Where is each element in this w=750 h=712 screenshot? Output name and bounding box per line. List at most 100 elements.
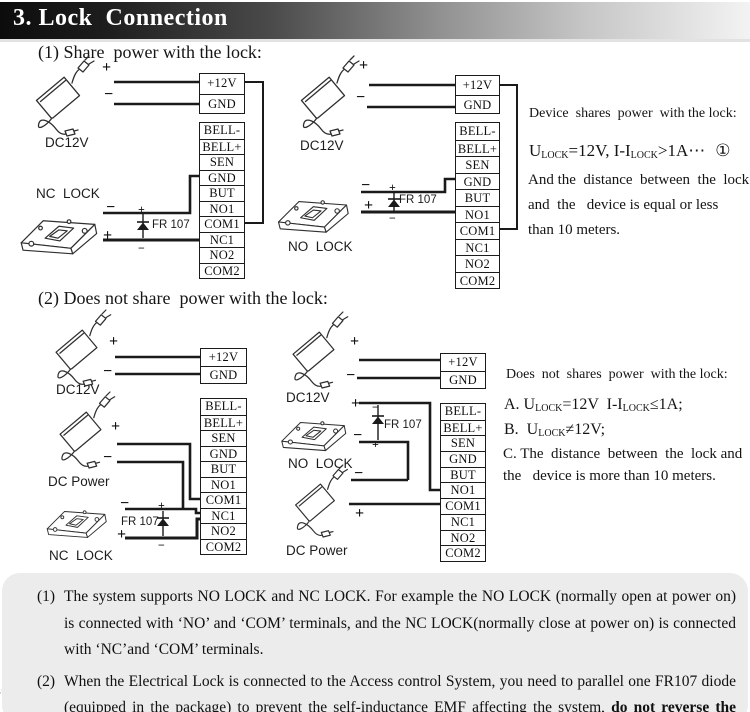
wire-lock-minus-gnd (361, 177, 455, 194)
terminal-cell: BELL+ (456, 139, 499, 156)
minus-label: − (104, 86, 114, 103)
terminal-cell: NO2 (200, 247, 244, 263)
terminal-cell: COM2 (201, 538, 246, 555)
diode-minus-label: − (389, 211, 396, 225)
wire-dc-plus-com1 (117, 442, 200, 501)
note-2: (2) When the Electrical Lock is connected… (37, 669, 736, 712)
terminal-cell: GND (200, 169, 244, 186)
terminal-cell: GND (201, 366, 246, 383)
dc-power-label: DC Power (48, 474, 110, 489)
note-2-marker: (2) (37, 672, 56, 690)
minus-label: − (103, 449, 113, 466)
terminal-cell: BUT (456, 189, 499, 206)
separate-power-item-c: C. The distance between the lock and (503, 446, 743, 462)
subsection-2-heading: (2) Does not share power with the lock: (38, 288, 328, 308)
terminal-cell: COM1 (200, 216, 244, 232)
terminal-cell: BUT (200, 185, 244, 201)
formula-part: U (529, 141, 542, 160)
diode-plus-label: + (158, 498, 165, 512)
terminal-cell: BELL+ (441, 419, 485, 436)
dc-power-label: DC Power (286, 543, 348, 558)
diode-minus-label: − (138, 241, 145, 255)
terminal-cell: BELL- (459, 124, 496, 138)
terminal-cell: GND (456, 94, 499, 114)
fr107-label: FR 107 (121, 516, 159, 528)
diode-plus-label: + (138, 202, 145, 216)
diagram-separate-power-nc-lock (46, 309, 200, 540)
fr107-label: FR 107 (152, 219, 190, 231)
share-power-formula: ULOCK=12V, I-ILOCK>1A⋯① (529, 141, 731, 161)
minus-label: − (361, 177, 371, 194)
terminal-cell: COM1 (456, 222, 499, 239)
wire-lock-plus-no1 (359, 401, 440, 492)
minus-label: − (356, 89, 366, 106)
separate-power-item-c2: the device is more than 10 meters. (503, 468, 716, 484)
terminal-cell: COM2 (200, 262, 244, 279)
formula-subscript: LOCK (538, 428, 566, 439)
title-divider (0, 39, 750, 42)
note-2-text: When the Electrical Lock is connected to… (64, 672, 736, 712)
minus-label: − (106, 199, 116, 216)
terminal-cell: NO2 (201, 523, 246, 539)
terminal-cell: BELL- (444, 404, 482, 418)
terminal-cell: GND (456, 172, 499, 190)
terminal-cell: GND (441, 371, 485, 388)
minus-label: − (120, 495, 130, 512)
terminal-cell: SEN (456, 156, 499, 173)
terminal-cell: COM2 (456, 271, 499, 289)
terminal-cell: GND (200, 93, 244, 114)
plus-label: + (351, 395, 361, 412)
share-power-intro: Device shares power with the lock: (529, 106, 737, 121)
plus-label: + (103, 227, 113, 244)
plus-label: + (109, 333, 119, 350)
nc-lock-label: NC LOCK (36, 186, 100, 201)
wire-lock-minus (125, 507, 200, 515)
plus-label: + (359, 57, 369, 74)
formula-subscript: LOCK (541, 150, 569, 161)
diagram-separate-power-no-lock (281, 311, 440, 538)
formula-part: =12V I-I (562, 396, 623, 413)
wire-12v-to-com1 (245, 81, 264, 224)
separate-power-intro: Does not shares power with the lock: (506, 367, 728, 382)
terminal-cell: NO1 (200, 200, 244, 217)
terminal-cell: GND (441, 451, 485, 467)
terminal-block-power-bl: +12V GND (200, 348, 247, 384)
minus-label: − (103, 363, 113, 380)
wire-lock-plus-nc1 (125, 517, 200, 540)
terminal-cell: NO1 (201, 476, 246, 493)
formula-part: A. U (504, 396, 536, 413)
terminal-cell: SEN (441, 435, 485, 451)
separate-power-item-b: B. ULOCK≠12V; (504, 421, 605, 439)
wire-12v-to-com1 (500, 84, 518, 230)
terminal-cell: NC1 (201, 507, 246, 524)
terminal-cell: NO2 (456, 255, 499, 272)
terminal-cell: +12V (208, 350, 239, 364)
diagram-share-power-nc-lock (20, 55, 264, 255)
minus-label: − (354, 465, 364, 482)
formula-part: B. U (504, 421, 539, 438)
page-title: 3. Lock Connection (13, 5, 228, 31)
no-lock-label: NO LOCK (288, 239, 353, 254)
fr107-label: FR 107 (384, 419, 422, 431)
note-1: (1)The system supports NO LOCK and NC LO… (37, 573, 736, 664)
terminal-cell: +12V (448, 355, 478, 369)
terminal-cell: NO1 (456, 205, 499, 223)
terminal-cell: NO1 (441, 482, 485, 498)
terminal-cell: BELL+ (200, 138, 244, 155)
terminal-cell: COM1 (441, 498, 485, 514)
formula-ref-circled-1: ① (715, 141, 731, 160)
formula-part: ≤1A; (649, 396, 683, 413)
diode-plus-label: + (389, 180, 396, 194)
terminal-cell: BELL- (203, 123, 241, 137)
diode-minus-label: − (372, 400, 379, 414)
terminal-cell: NC1 (200, 231, 244, 248)
wire-dc-minus (117, 460, 185, 509)
note-1-marker: (1) (37, 588, 56, 605)
formula-part: =12V, I-I (568, 141, 631, 160)
terminal-cell: NC1 (441, 513, 485, 530)
